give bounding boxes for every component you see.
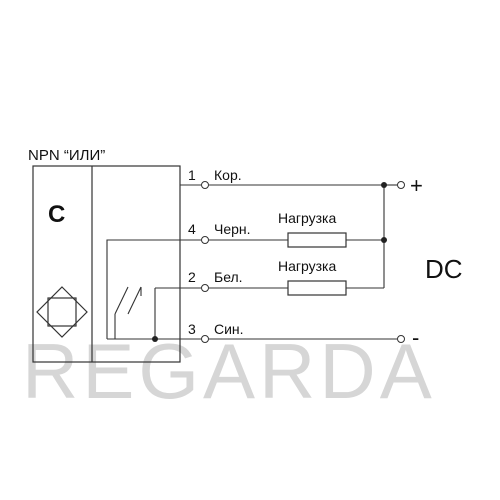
negative-terminal-sign: - (412, 325, 419, 350)
dc-supply-label: DC (425, 254, 463, 284)
wire-2-number: 2 (188, 269, 196, 285)
wire-1-label: Кор. (214, 167, 242, 183)
wire-2: 2 Бел. Нагрузка (188, 258, 384, 296)
sensor-type-letter: C (48, 201, 65, 228)
sensing-face-symbol (36, 286, 88, 338)
watermark: REGARDA (22, 327, 436, 415)
load-resistor-1 (287, 232, 347, 248)
wire-4-label: Черн. (214, 221, 251, 237)
wire-1: 1 Кор. (180, 167, 384, 189)
wire-4-number: 4 (188, 221, 196, 237)
wire-3-number: 3 (188, 321, 196, 337)
wire-4: 4 Черн. Нагрузка (188, 210, 384, 248)
load-resistor-2 (287, 280, 347, 296)
wire-2-label: Бел. (214, 269, 243, 285)
load-label-1: Нагрузка (278, 210, 336, 226)
wire-1-number: 1 (188, 167, 196, 183)
positive-bus (381, 181, 405, 288)
wire-3-label: Син. (214, 321, 244, 337)
sensor-body (32, 165, 181, 363)
wire-3: 3 Син. (188, 321, 405, 343)
junction-dot (152, 336, 158, 342)
load-label-2: Нагрузка (278, 258, 336, 274)
output-switch-symbol (114, 286, 142, 315)
positive-terminal-sign: + (410, 173, 423, 198)
internal-wiring (106, 239, 201, 340)
sensor-type-title: NPN “ИЛИ” (28, 147, 105, 164)
